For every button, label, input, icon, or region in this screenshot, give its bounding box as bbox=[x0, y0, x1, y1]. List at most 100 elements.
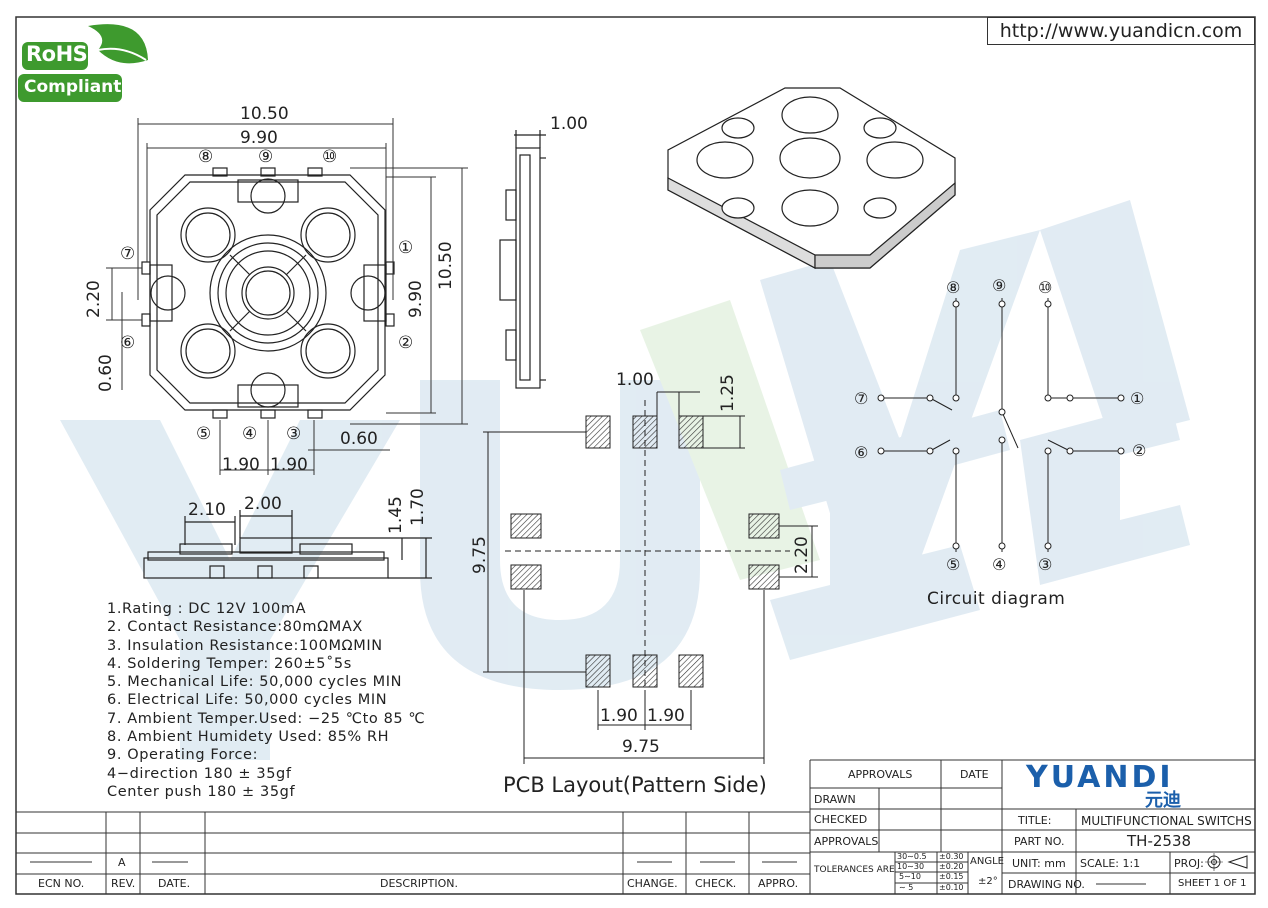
tol-value: ±0.20 bbox=[939, 862, 964, 871]
angle-value: ±2° bbox=[978, 876, 998, 887]
unit-label: UNIT: mm bbox=[1012, 857, 1066, 870]
dim-pcb-width: 9.75 bbox=[622, 737, 660, 757]
part-label: PART NO. bbox=[1014, 835, 1065, 848]
spec-line: 2. Contact Resistance:80mΩMAX bbox=[107, 619, 363, 636]
ecn-header: ECN NO. bbox=[38, 877, 85, 890]
top-view bbox=[141, 167, 395, 419]
pin-9-label: ⑨ bbox=[258, 147, 274, 167]
angle-label: ANGLE bbox=[970, 856, 1004, 867]
specifications-list: 1.Rating : DC 12V 100mA 2. Contact Resis… bbox=[107, 600, 425, 801]
pin-4-label: ④ bbox=[242, 424, 258, 444]
circuit-pin-6: ⑥ bbox=[854, 443, 869, 462]
part-value: TH-2538 bbox=[1127, 832, 1192, 850]
spec-line: Center push 180 ± 35gf bbox=[107, 783, 296, 800]
website-url[interactable]: http://www.yuandicn.com bbox=[987, 17, 1255, 45]
circuit-diagram-title: Circuit diagram bbox=[927, 589, 1066, 609]
dim-pcb-pitch-b: 1.90 bbox=[647, 706, 685, 726]
tol-value: ±0.30 bbox=[939, 852, 964, 861]
spec-line: 9. Operating Force: bbox=[107, 747, 259, 764]
pcb-layout bbox=[483, 391, 818, 764]
leaf-icon bbox=[18, 24, 148, 102]
drawn-label: DRAWN bbox=[814, 793, 856, 806]
tol-value: ±0.10 bbox=[939, 883, 964, 892]
rev-value: A bbox=[118, 856, 126, 869]
dim-front-c: 1.45 bbox=[386, 496, 406, 534]
pin-10-label: ⑩ bbox=[322, 147, 338, 167]
pin-7-label: ⑦ bbox=[120, 244, 136, 264]
circuit-pin-3: ③ bbox=[1038, 555, 1053, 574]
rohs-compliant-logo: RoHS Compliant bbox=[18, 20, 158, 110]
circuit-pin-5: ⑤ bbox=[946, 555, 961, 574]
circuit-pin-8: ⑧ bbox=[946, 278, 961, 297]
spec-line: 5. Mechanical Life: 50,000 cycles MIN bbox=[107, 674, 403, 691]
drawing-no-label: DRAWING NO. bbox=[1008, 878, 1085, 891]
dim-left-pitch: 2.20 bbox=[84, 280, 104, 318]
spec-line: 4. Soldering Temper: 260±5˚5s bbox=[107, 655, 352, 672]
dim-bottom-pitch-a: 1.90 bbox=[222, 455, 260, 475]
pcb-layout-title: PCB Layout(Pattern Side) bbox=[503, 773, 767, 797]
change-header: CHANGE. bbox=[627, 877, 678, 890]
dim-pcb-pitch-a: 1.90 bbox=[600, 706, 638, 726]
tol-range: ∼ 5 bbox=[899, 883, 914, 892]
block-grid bbox=[16, 759, 1255, 894]
dim-bottom-pitch-b: 1.90 bbox=[270, 455, 308, 475]
dim-front-b: 2.00 bbox=[244, 494, 282, 514]
pin-2-label: ② bbox=[398, 333, 414, 353]
dim-pcb-height: 9.75 bbox=[470, 536, 490, 574]
pin-8-label: ⑧ bbox=[198, 147, 214, 167]
pin-1-label: ① bbox=[398, 238, 414, 258]
spec-line: 8. Ambient Humidety Used: 85% RH bbox=[107, 729, 390, 746]
switch-3d-render bbox=[667, 87, 956, 269]
circuit-pin-9: ⑨ bbox=[992, 276, 1007, 295]
compliant-text: Compliant bbox=[24, 77, 122, 97]
title-label: TITLE: bbox=[1018, 814, 1052, 827]
dim-front-d: 1.70 bbox=[408, 488, 428, 526]
front-view bbox=[143, 510, 432, 579]
side-view bbox=[499, 130, 546, 389]
tol-range: 5∼10 bbox=[899, 872, 921, 881]
dim-pcb-pad-w: 1.00 bbox=[616, 370, 654, 390]
spec-line: 1.Rating : DC 12V 100mA bbox=[107, 601, 307, 617]
projection-symbol-icon bbox=[1205, 853, 1248, 871]
title-value: MULTIFUNCTIONAL SWITCHS bbox=[1081, 814, 1252, 828]
dim-right-outer: 10.50 bbox=[436, 241, 456, 290]
dim-pcb-pad-h: 1.25 bbox=[718, 374, 738, 412]
dim-front-a: 2.10 bbox=[188, 500, 226, 520]
brand-logo: YUANDI bbox=[1026, 760, 1174, 795]
date-col-header: DATE bbox=[960, 768, 989, 781]
proj-label: PROJ: bbox=[1174, 857, 1204, 870]
circuit-pin-2: ② bbox=[1132, 441, 1147, 460]
dim-top-inner: 9.90 bbox=[240, 128, 278, 148]
sheet-label: SHEET 1 OF 1 bbox=[1178, 878, 1247, 889]
dim-bottom-pin: 0.60 bbox=[340, 429, 378, 449]
brand-logo-cn: 元迪 bbox=[1145, 790, 1181, 811]
spec-line: 3. Insulation Resistance:100MΩMIN bbox=[107, 637, 383, 654]
circuit-pin-7: ⑦ bbox=[854, 389, 869, 408]
checked-label: CHECKED bbox=[814, 813, 868, 826]
dim-right-inner: 9.90 bbox=[406, 280, 426, 318]
approvals-label: APPROVALS bbox=[814, 835, 879, 848]
spec-line: 7. Ambient Temper.Used: −25 ℃to 85 ℃ bbox=[107, 710, 426, 727]
tol-range: 30∼0.5 bbox=[897, 852, 927, 861]
dim-pcb-pitch-right: 2.20 bbox=[792, 536, 812, 574]
dim-left-pin: 0.60 bbox=[96, 354, 116, 392]
tol-range: 10∼30 bbox=[897, 862, 925, 871]
dim-top-outer: 10.50 bbox=[240, 104, 289, 124]
rohs-text: RoHS bbox=[26, 42, 88, 66]
circuit-pin-10: ⑩ bbox=[1038, 278, 1053, 297]
tolerances-label: TOLERANCES ARE bbox=[814, 865, 895, 875]
spec-line: 4−direction 180 ± 35gf bbox=[107, 765, 292, 782]
description-header: DESCRIPTION. bbox=[380, 877, 458, 890]
circuit-diagram bbox=[877, 298, 1125, 552]
date-header: DATE. bbox=[158, 877, 191, 890]
tol-value: ±0.15 bbox=[939, 872, 964, 881]
pin-6-label: ⑥ bbox=[120, 333, 136, 353]
rev-header: REV. bbox=[111, 877, 136, 890]
scale-label: SCALE: 1:1 bbox=[1080, 857, 1141, 870]
spec-line: 6. Electrical Life: 50,000 cycles MIN bbox=[107, 692, 388, 709]
pin-5-label: ⑤ bbox=[196, 424, 212, 444]
appro-header: APPRO. bbox=[758, 877, 799, 890]
circuit-pin-1: ① bbox=[1130, 389, 1145, 408]
